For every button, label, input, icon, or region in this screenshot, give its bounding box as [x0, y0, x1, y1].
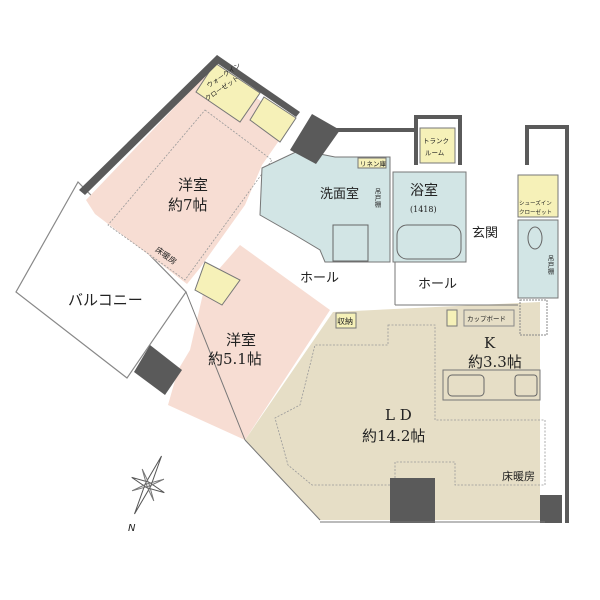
fridge-space	[519, 299, 548, 336]
compass-rose-icon	[131, 455, 165, 515]
pillar	[540, 495, 562, 523]
master-bedroom-size: 約7帖	[168, 196, 208, 214]
pillar	[390, 478, 435, 523]
master-bedroom-name: 洋室	[178, 176, 208, 194]
compass-north-label: N	[128, 523, 136, 534]
pillar	[290, 114, 340, 164]
pantry	[446, 309, 458, 327]
ld-area	[245, 302, 540, 520]
cupboard-label: カップボード	[467, 315, 506, 323]
window	[185, 291, 246, 441]
bathroom-size: (1418)	[410, 205, 437, 214]
trunk-room	[419, 127, 456, 164]
kitchen-name: K	[484, 334, 496, 352]
shoe-closet	[517, 174, 559, 218]
exterior-wall	[414, 115, 418, 165]
exterior-wall	[525, 125, 529, 165]
hall2-label: ホール	[418, 277, 457, 292]
ld-floor-heating: 床暖房	[502, 469, 535, 483]
shoe-closet-label-1: シューズイン	[519, 199, 552, 207]
bathroom-name: 浴室	[410, 182, 438, 199]
toilet-area	[517, 219, 559, 299]
ld-name: L D	[385, 406, 412, 424]
master-floor-heating-zone	[107, 109, 273, 281]
hall1-label: ホール	[300, 271, 339, 286]
bedroom2-closet	[194, 261, 241, 306]
exterior-wall	[336, 128, 416, 132]
closet-shelf	[249, 96, 297, 143]
wash-shelf-label: 吊戸棚	[373, 188, 381, 209]
toilet-icon	[527, 226, 543, 250]
stove-icon	[514, 374, 538, 397]
linen-label: リネン庫	[360, 159, 387, 168]
trunk-room-label-1: トランク	[423, 137, 449, 145]
washroom-label: 洗面室	[320, 186, 359, 202]
balcony-label: バルコニー	[68, 291, 143, 309]
ld-floor-heating-zone	[274, 324, 546, 486]
bedroom2-size: 約5.1帖	[208, 350, 262, 368]
bedroom2-name: 洋室	[226, 331, 256, 349]
cupboard	[463, 309, 515, 327]
exterior-wall	[414, 115, 462, 119]
shoe-closet-label-2: クローゼット	[519, 208, 552, 216]
entrance-label: 玄関	[472, 226, 498, 241]
bathroom-area	[392, 171, 467, 263]
exterior-wall	[214, 55, 300, 117]
trunk-room-label-2: ルーム	[425, 149, 445, 157]
exterior-wall	[565, 125, 569, 523]
pillar	[134, 345, 182, 395]
exterior-wall	[458, 115, 462, 165]
window	[244, 439, 321, 521]
kitchen-size: 約3.3帖	[468, 353, 522, 371]
bathtub-icon	[396, 224, 462, 260]
ld-size: 約14.2帖	[362, 427, 425, 445]
exterior-wall	[79, 55, 222, 195]
storage	[335, 312, 357, 329]
linen-closet	[357, 157, 387, 169]
storage-label: 収納	[337, 316, 353, 326]
toilet-shelf-label: 吊戸棚	[546, 255, 554, 276]
shower-floor	[332, 224, 369, 262]
walk-in-closet	[195, 62, 261, 123]
sink-icon	[447, 374, 485, 397]
exterior-wall	[525, 125, 569, 129]
